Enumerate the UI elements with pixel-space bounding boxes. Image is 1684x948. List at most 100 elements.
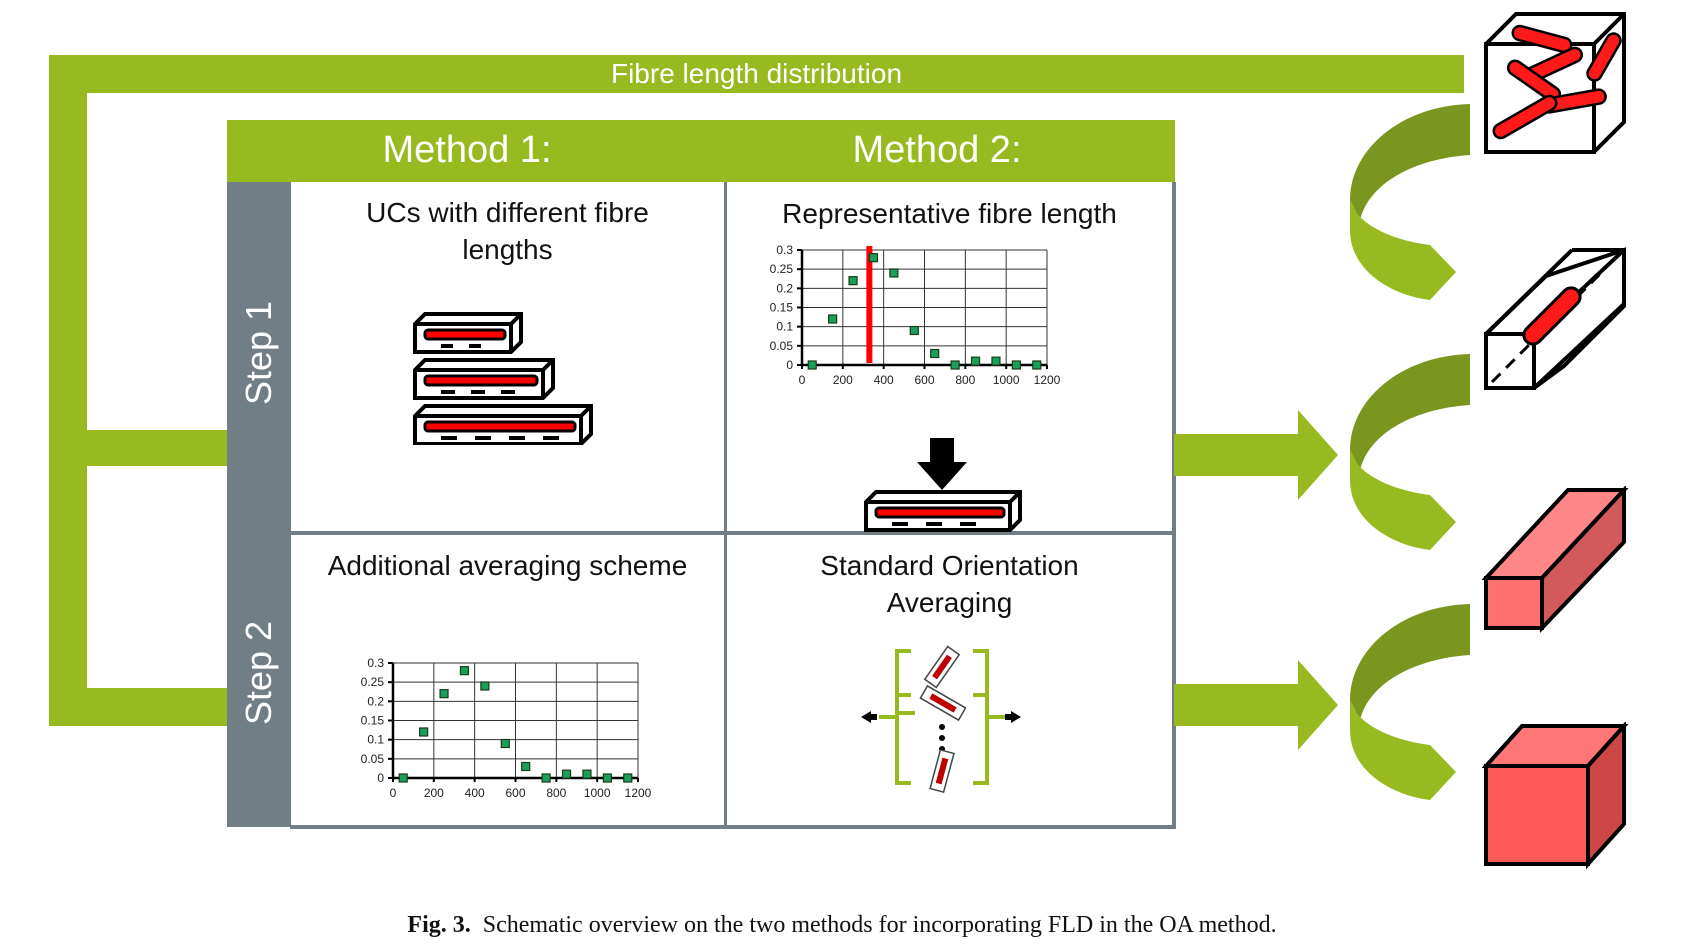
data-point <box>1032 360 1042 370</box>
y-tick-label: 0.15 <box>361 714 385 728</box>
cell-method2-step1: Representative fibre length 0 200 400 600 80… <box>727 182 1172 532</box>
fld-top-bar: Fibre length distribution <box>49 55 1464 93</box>
rotated-unit-cell-3 <box>929 748 955 794</box>
y-tick-label: 0.05 <box>770 339 794 353</box>
x-tick-label: 800 <box>955 373 975 387</box>
data-point <box>561 769 572 779</box>
caption-text: Schematic overview on the two methods fo… <box>482 912 1277 938</box>
data-point <box>807 360 817 370</box>
cell-method1-step2: Additional averaging scheme 0 200 400 600 80… <box>291 535 724 825</box>
output-arrow-step2 <box>1174 660 1338 750</box>
x-tick-label: 600 <box>914 373 934 387</box>
data-point <box>602 773 612 783</box>
data-point <box>439 689 449 699</box>
x-tick-label: 1000 <box>993 373 1020 387</box>
step1-label: Step 1 <box>238 300 279 405</box>
y-tick-label: 0.2 <box>776 281 793 295</box>
arrow-left-icon <box>861 711 877 723</box>
cell-m1s2-title: Additional averaging scheme <box>327 550 688 581</box>
unit-cell-long <box>413 404 593 445</box>
unit-cell-short <box>413 312 523 354</box>
x-tick-label: 1200 <box>625 786 652 800</box>
representative-unit-cell-icon <box>864 490 1022 532</box>
caption-label: Fig. 3. <box>407 912 471 938</box>
homogenized-bar-icon <box>1482 486 1629 633</box>
curved-arrow-icon-1 <box>1350 104 1470 300</box>
cell-m2s1-title: Representative fibre length <box>782 198 1117 229</box>
figure-caption: Fig. 3. Schematic overview on the two me… <box>0 912 1684 939</box>
data-point <box>828 314 838 324</box>
fld-chart-method2: 0 200 400 600 800 1000 1200 0 0.05 0.1 0.15 0.2 0.25… <box>770 243 1061 387</box>
data-point <box>623 773 633 783</box>
data-point <box>500 738 510 749</box>
x-tick-label: 1200 <box>1034 373 1061 387</box>
arrow-right-icon <box>1005 711 1021 723</box>
data-point <box>950 360 960 370</box>
y-tick-label: 0 <box>377 771 384 785</box>
fld-branch-step2 <box>49 688 229 726</box>
y-tick-label: 0.05 <box>361 752 385 766</box>
unit-cell-stack-icon <box>413 312 593 445</box>
x-tick-label: 800 <box>546 786 566 800</box>
x-tick-label: 200 <box>833 373 853 387</box>
y-tick-label: 0.15 <box>770 301 794 315</box>
single-fibre-cube-icon <box>1484 247 1626 390</box>
curved-arrow-icon-3 <box>1350 604 1470 800</box>
x-tick-label: 0 <box>799 373 806 387</box>
cell-m2s2-title-line1: Standard Orientation <box>820 550 1079 581</box>
data-point <box>848 276 858 286</box>
arrow-down-icon <box>917 438 967 490</box>
x-tick-label: 400 <box>874 373 894 387</box>
data-point <box>480 681 490 691</box>
step-sidebar <box>227 182 291 827</box>
data-point <box>909 325 919 336</box>
data-point <box>1011 360 1021 370</box>
x-tick-label: 600 <box>505 786 525 800</box>
grid-vertical-divider <box>724 182 727 827</box>
method2-title: Method 2: <box>852 129 1022 171</box>
data-point <box>398 773 408 783</box>
grid-border <box>290 182 1176 829</box>
unit-cell-medium <box>413 358 555 400</box>
data-point <box>868 253 879 263</box>
y-tick-label: 0.2 <box>367 694 384 708</box>
rotated-unit-cell-1 <box>923 645 961 689</box>
y-tick-label: 0.25 <box>770 262 794 276</box>
x-tick-label: 0 <box>390 786 397 800</box>
y-tick-label: 0.1 <box>776 320 793 334</box>
homogenized-cube-icon <box>1482 722 1629 870</box>
cell-m1s1-title-line2: lengths <box>462 234 553 265</box>
fld-branch-step1 <box>49 430 229 466</box>
y-tick-label: 0.1 <box>367 733 384 747</box>
cell-m2s2-title-line2: Averaging <box>886 587 1013 618</box>
data-point <box>459 666 470 676</box>
data-point <box>889 268 899 278</box>
fld-bar-label: Fibre length distribution <box>610 58 903 89</box>
method1-title: Method 1: <box>382 129 552 171</box>
ellipsis-dots <box>939 724 945 752</box>
step2-label: Step 2 <box>238 620 279 725</box>
fld-chart-method1: 0 200 400 600 800 1000 1200 0 0.05 0.1 0.15 0.2 0.25… <box>361 656 652 800</box>
y-tick-label: 0.3 <box>367 656 384 670</box>
orientation-averaging-icon <box>861 645 1021 794</box>
cell-method1-step1: UCs with different fibre lengths <box>291 182 724 531</box>
representative-length-line <box>866 246 873 363</box>
method-header: Method 1: Method 2: <box>227 120 1175 182</box>
y-tick-label: 0 <box>786 358 793 372</box>
data-point <box>419 727 429 737</box>
y-tick-label: 0.25 <box>361 675 385 689</box>
data-point <box>541 773 551 783</box>
curved-arrow-icon-2 <box>1350 354 1470 550</box>
output-arrow-step1 <box>1174 410 1338 500</box>
x-tick-label: 200 <box>424 786 444 800</box>
data-point <box>930 348 940 359</box>
rotated-unit-cell-2 <box>919 684 967 722</box>
x-tick-label: 400 <box>465 786 485 800</box>
data-point <box>991 356 1001 366</box>
data-point <box>970 356 981 366</box>
data-point <box>521 761 531 772</box>
x-tick-label: 1000 <box>584 786 611 800</box>
data-point <box>582 769 592 779</box>
cell-m1s1-title-line1: UCs with different fibre <box>366 197 649 228</box>
random-fibre-cube-icon <box>1484 12 1626 154</box>
